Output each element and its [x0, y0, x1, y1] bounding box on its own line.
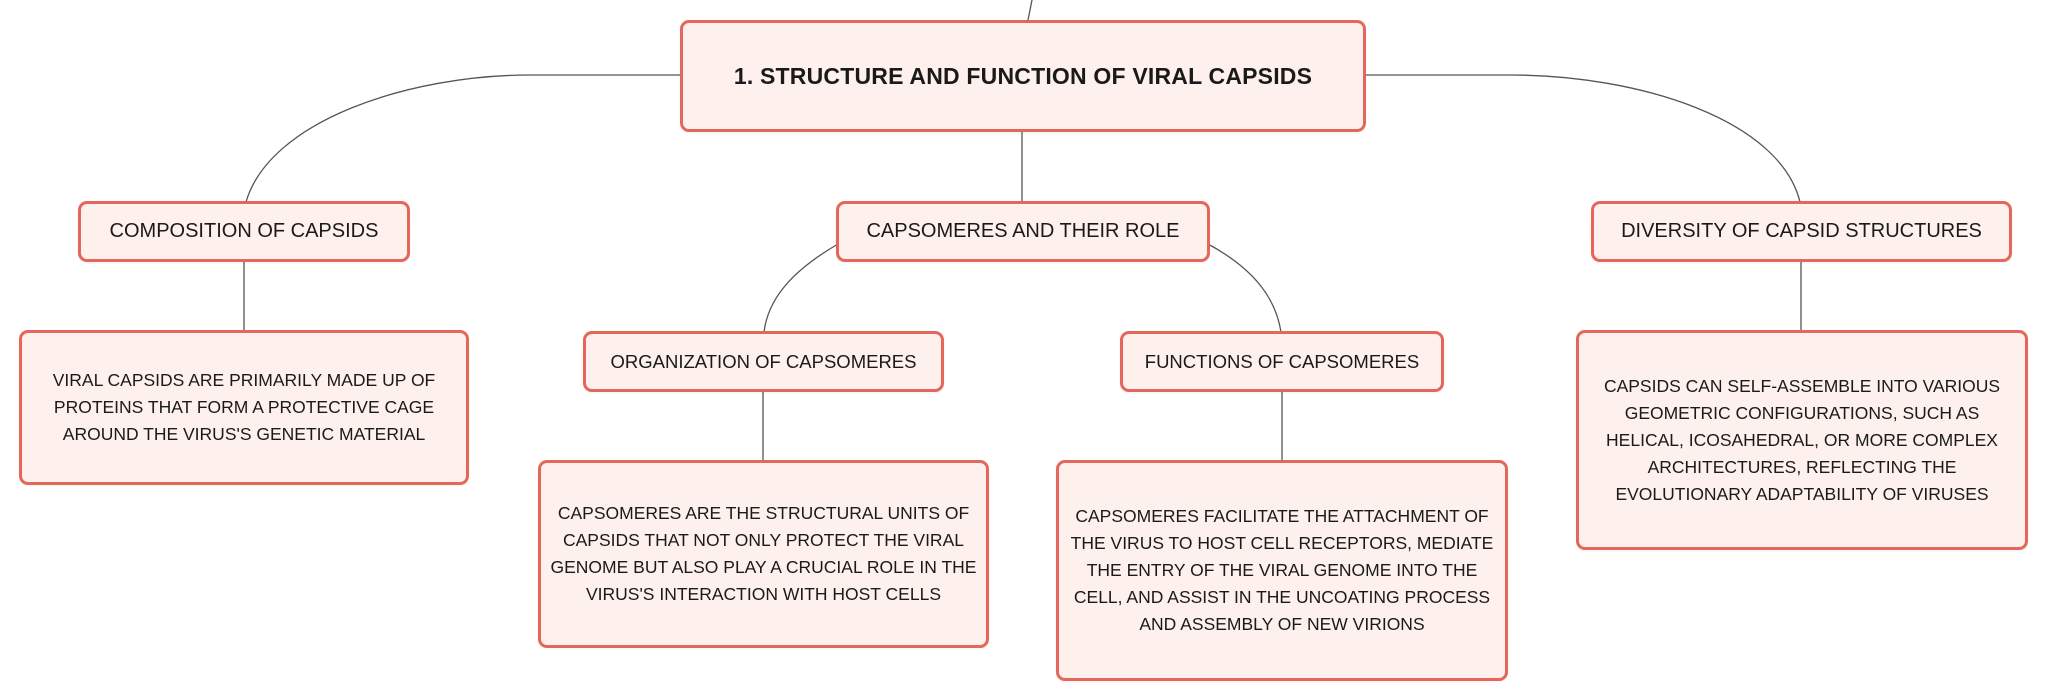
- subtopic-node-functions[interactable]: FUNCTIONS OF CAPSOMERES: [1120, 331, 1444, 392]
- description-node-diversity[interactable]: CAPSIDS CAN SELF-ASSEMBLE INTO VARIOUS G…: [1576, 330, 2028, 550]
- description-node-organization[interactable]: CAPSOMERES ARE THE STRUCTURAL UNITS OF C…: [538, 460, 989, 648]
- description-text: CAPSOMERES ARE THE STRUCTURAL UNITS OF C…: [550, 503, 977, 604]
- connector-root-incoming: [1027, 0, 1033, 21]
- topic-node-composition[interactable]: COMPOSITION OF CAPSIDS: [78, 201, 410, 262]
- subtopic-node-organization[interactable]: ORGANIZATION OF CAPSOMERES: [583, 331, 944, 392]
- description-text: CAPSOMERES FACILITATE THE ATTACHMENT OF …: [1070, 506, 1494, 634]
- topic-node-label: CAPSOMERES AND THEIR ROLE: [866, 220, 1180, 242]
- root-node[interactable]: 1. STRUCTURE AND FUNCTION OF VIRAL CAPSI…: [680, 20, 1366, 132]
- connector-root-to-composition: [245, 74, 680, 203]
- connector-capsomeres-to-functions: [1207, 243, 1282, 333]
- subtopic-node-label: FUNCTIONS OF CAPSOMERES: [1144, 350, 1420, 372]
- topic-node-label: COMPOSITION OF CAPSIDS: [109, 220, 379, 242]
- topic-node-capsomeres[interactable]: CAPSOMERES AND THEIR ROLE: [836, 201, 1210, 262]
- topic-node-diversity[interactable]: DIVERSITY OF CAPSID STRUCTURES: [1591, 201, 2012, 262]
- description-text: VIRAL CAPSIDS ARE PRIMARILY MADE UP OF P…: [52, 370, 436, 444]
- description-text: CAPSIDS CAN SELF-ASSEMBLE INTO VARIOUS G…: [1603, 375, 2001, 504]
- topic-node-label: DIVERSITY OF CAPSID STRUCTURES: [1621, 220, 1982, 242]
- description-node-functions[interactable]: CAPSOMERES FACILITATE THE ATTACHMENT OF …: [1056, 460, 1508, 681]
- connector-capsomeres-to-organization: [763, 243, 839, 333]
- subtopic-node-label: ORGANIZATION OF CAPSOMERES: [610, 350, 917, 372]
- description-node-composition[interactable]: VIRAL CAPSIDS ARE PRIMARILY MADE UP OF P…: [19, 330, 469, 485]
- connector-root-to-diversity: [1364, 74, 1801, 203]
- root-node-label: 1. STRUCTURE AND FUNCTION OF VIRAL CAPSI…: [733, 62, 1313, 89]
